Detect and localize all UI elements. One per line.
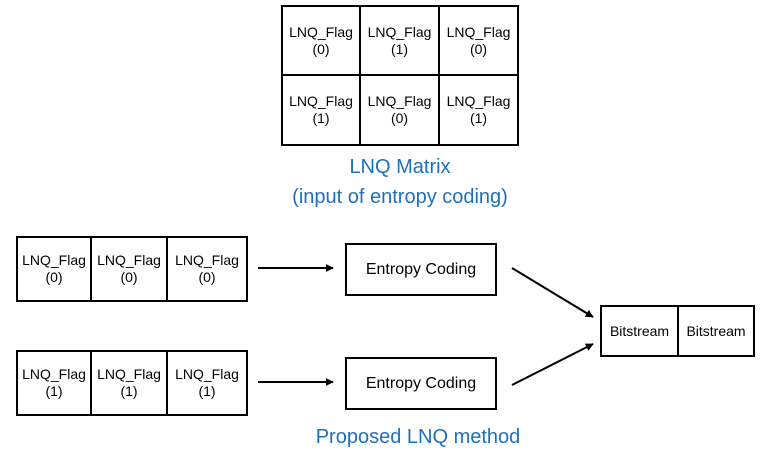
arrow-entropy-top-to-bitstream (511, 267, 594, 318)
matrix-cell-label: LNQ_Flag (289, 93, 353, 109)
flag-row-divider (90, 350, 92, 416)
matrix-cell: LNQ_Flag (0) (283, 7, 359, 74)
flag-cell-label: LNQ_Flag (22, 252, 86, 268)
matrix-cell: LNQ_Flag (1) (283, 76, 359, 144)
matrix-cell-label: LNQ_Flag (446, 23, 511, 40)
bitstream-cell: Bitstream (686, 322, 746, 339)
flag-cell-label: LNQ_Flag (97, 366, 161, 382)
flag-cell-label: LNQ_Flag (97, 252, 161, 268)
matrix-cell: LNQ_Flag (1) (361, 7, 438, 74)
matrix-cell: LNQ_Flag (0) (361, 76, 438, 144)
flag-cell-label: LNQ_Flag (22, 366, 86, 382)
flag-cell: LNQ_Flag (1) (18, 352, 90, 414)
matrix-cell-label: LNQ_Flag (446, 93, 511, 109)
matrix-cell-value: (0) (469, 40, 488, 57)
flag-cell-label: LNQ_Flag (175, 252, 239, 268)
flag-cell-value: (0) (198, 269, 216, 285)
entropy-coding-box-top: Entropy Coding (345, 243, 497, 296)
matrix-cell-value: (0) (390, 110, 409, 126)
flag-row-divider (166, 236, 168, 302)
flag-cell-value: (1) (45, 383, 63, 399)
bitstream-divider (677, 305, 679, 357)
flag-row-border (16, 236, 248, 302)
flag-cell: LNQ_Flag (0) (168, 238, 246, 300)
matrix-cell-value: (1) (390, 40, 409, 57)
flag-cell-value: (1) (120, 383, 138, 399)
flag-row-divider (90, 236, 92, 302)
arrow-entropy-bottom-to-bitstream (511, 343, 594, 386)
flag-row-border (16, 350, 248, 416)
flag-cell-value: (1) (198, 383, 216, 399)
entropy-coding-box-bottom: Entropy Coding (345, 357, 497, 410)
flag-row-divider (166, 350, 168, 416)
matrix-caption-line1: LNQ Matrix (349, 156, 451, 178)
matrix-cell-value: (0) (312, 40, 330, 57)
flag-cell: LNQ_Flag (0) (18, 238, 90, 300)
method-caption: Proposed LNQ method (315, 426, 521, 448)
flag-cell-value: (0) (120, 269, 138, 285)
flag-cell-label: LNQ_Flag (175, 366, 239, 382)
matrix-caption-line2: (input of entropy coding) (292, 186, 508, 208)
flag-cell: LNQ_Flag (1) (92, 352, 166, 414)
matrix-cell-value: (1) (469, 110, 488, 126)
flag-cell-value: (0) (45, 269, 63, 285)
bitstream-cell: Bitstream (609, 322, 670, 339)
matrix-cell-label: LNQ_Flag (367, 23, 432, 40)
flag-cell: LNQ_Flag (0) (92, 238, 166, 300)
matrix-cell-value: (1) (312, 110, 330, 126)
lnq-matrix-divider (281, 74, 519, 76)
flag-cell: LNQ_Flag (1) (168, 352, 246, 414)
matrix-cell-label: LNQ_Flag (367, 93, 432, 109)
matrix-cell: LNQ_Flag (0) (440, 7, 517, 74)
matrix-cell: LNQ_Flag (1) (440, 76, 517, 144)
matrix-cell-label: LNQ_Flag (289, 23, 353, 40)
